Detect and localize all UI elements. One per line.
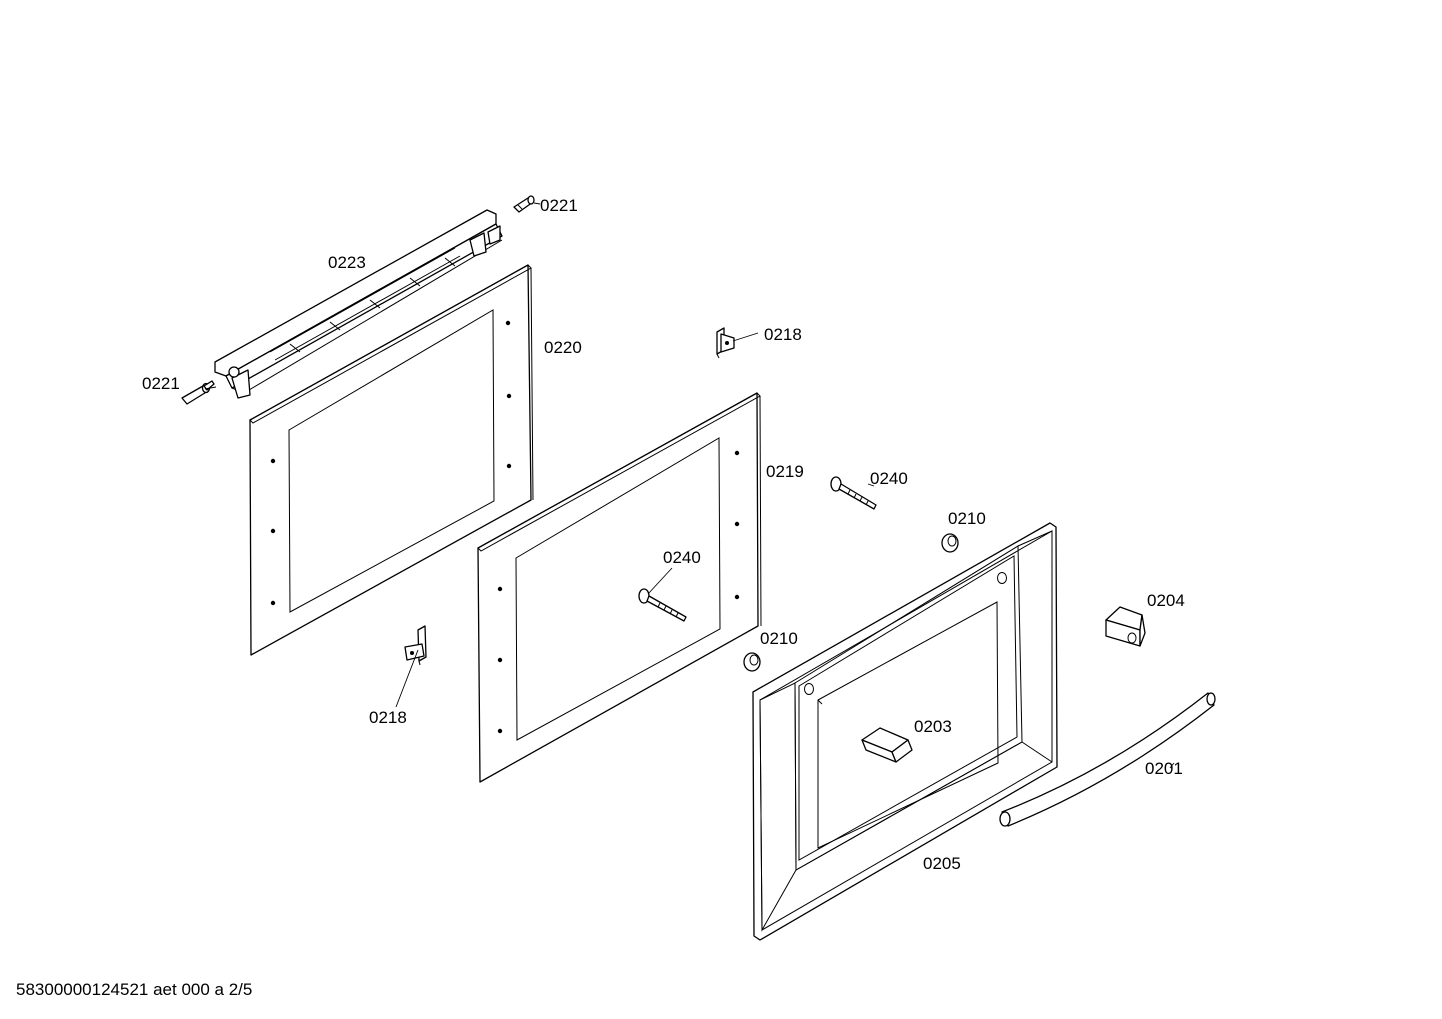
label-0218-bottom: 0218 xyxy=(369,708,407,727)
part-0203-bracket xyxy=(861,727,913,763)
part-0201-handle xyxy=(999,692,1216,827)
part-0221-pin-top xyxy=(513,195,535,213)
label-0240-mid: 0240 xyxy=(663,548,701,567)
label-0218-top: 0218 xyxy=(764,325,802,344)
label-0203: 0203 xyxy=(914,717,952,736)
label-0240-right: 0240 xyxy=(870,469,908,488)
part-0218-clip-top xyxy=(716,327,735,359)
part-0204-end-cap xyxy=(1105,606,1146,647)
part-0219-middle-glass xyxy=(477,392,762,783)
part-0205-outer-door xyxy=(752,522,1058,941)
label-0210-top: 0210 xyxy=(948,509,986,528)
part-0218-clip-bottom xyxy=(404,625,427,666)
leader-lines xyxy=(204,202,1175,769)
part-labels: 0221 0223 0220 0221 0218 0219 0240 0210 … xyxy=(142,196,1185,873)
label-0221-left: 0221 xyxy=(142,374,180,393)
part-0240-screw-mid xyxy=(638,588,687,622)
label-0223: 0223 xyxy=(328,253,366,272)
label-0201: 0201 xyxy=(1145,759,1183,778)
part-0210-bush-top xyxy=(941,533,959,553)
label-0205: 0205 xyxy=(923,854,961,873)
part-0223-rail xyxy=(214,209,503,399)
document-footer-id: 58300000124521 aet 000 a 2/5 xyxy=(16,980,253,999)
label-0221-top: 0221 xyxy=(540,196,578,215)
label-0220: 0220 xyxy=(544,338,582,357)
part-0240-screw-right xyxy=(830,476,877,510)
label-0204: 0204 xyxy=(1147,591,1185,610)
part-0220-inner-glass xyxy=(249,264,534,656)
part-0221-pin-left xyxy=(181,380,215,405)
label-0210-mid: 0210 xyxy=(760,629,798,648)
part-0210-bush-mid xyxy=(743,652,761,672)
label-0219: 0219 xyxy=(766,462,804,481)
